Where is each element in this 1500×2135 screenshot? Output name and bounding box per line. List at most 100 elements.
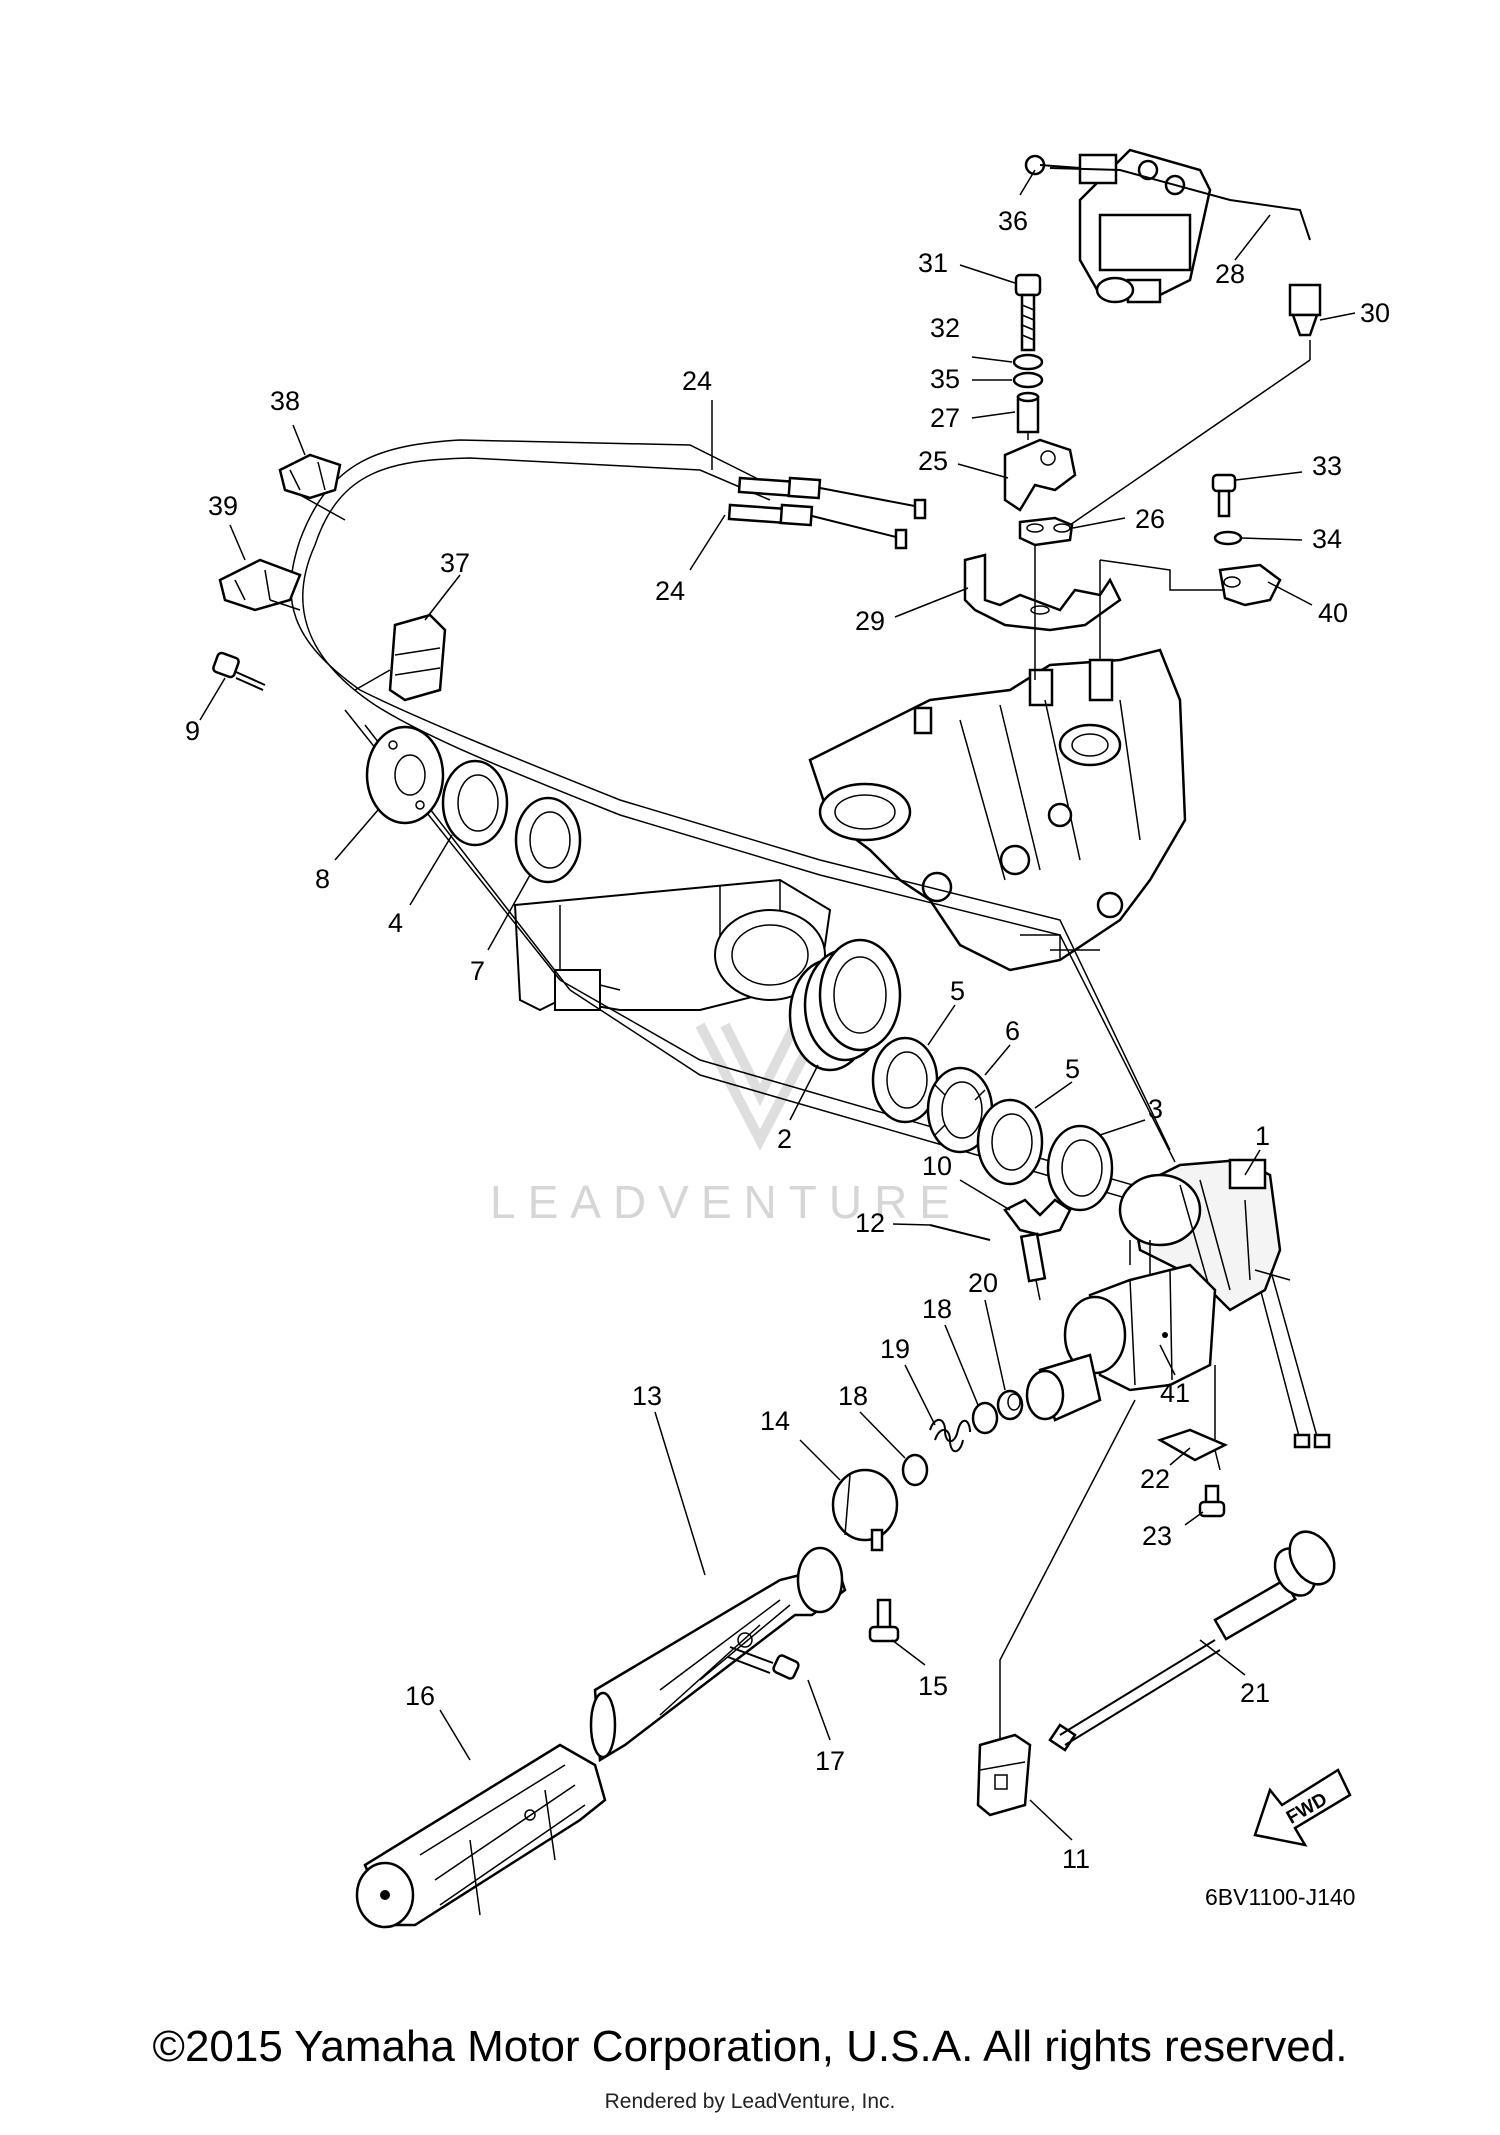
callout-11: 11 [1062, 1844, 1090, 1874]
callout-15: 15 [918, 1671, 948, 1701]
link-26 [1018, 516, 1074, 547]
grommet-37 [354, 613, 447, 702]
cable-ends-24 [727, 476, 927, 550]
callout-40: 40 [1318, 598, 1348, 628]
drawing-code: 6BV1100-J140 [1205, 1884, 1355, 1910]
callout-32: 32 [930, 313, 960, 343]
callout-7: 7 [470, 956, 485, 986]
engine-block-drawing [808, 648, 1187, 972]
callout-22: 22 [1140, 1464, 1170, 1494]
rendered-by-notice: Rendered by LeadVenture, Inc. [604, 2090, 896, 2113]
callout-29: 29 [855, 606, 885, 636]
callout-24-upper: 24 [682, 366, 712, 396]
washer-18a [971, 1401, 999, 1435]
washer-5b [976, 1098, 1044, 1186]
ring-7 [514, 796, 582, 884]
clip-30 [1288, 283, 1322, 360]
leader-39 [269, 599, 301, 611]
fwd-arrow-icon: FWD [1253, 1768, 1352, 1847]
callout-9: 9 [185, 716, 200, 746]
collar-27 [1016, 391, 1040, 434]
callout-31: 31 [918, 248, 948, 278]
wing-bolt-10 [1003, 1198, 1072, 1301]
callout-39: 39 [208, 491, 238, 521]
callout-18-upper: 18 [922, 1294, 952, 1324]
callout-5-upper: 5 [950, 976, 965, 1006]
callout-13: 13 [632, 1381, 662, 1411]
clip-39 [218, 558, 302, 612]
callout-24-lower: 24 [655, 576, 685, 606]
callout-16: 16 [405, 1681, 435, 1711]
callout-1: 1 [1255, 1121, 1270, 1151]
bolt-31 [1014, 273, 1042, 352]
bushing-2 [788, 938, 902, 1072]
throttle-cables-drawing [290, 439, 1319, 1441]
callout-26: 26 [1135, 504, 1165, 534]
callout-38: 38 [270, 386, 300, 416]
callout-37: 37 [440, 548, 470, 578]
callout-34: 34 [1312, 524, 1342, 554]
callout-23: 23 [1142, 1521, 1172, 1551]
inner-body-41 [1025, 1263, 1217, 1422]
callout-2: 2 [777, 1124, 792, 1154]
callout-28: 28 [1215, 259, 1245, 289]
callout-18-lower: 18 [838, 1381, 868, 1411]
watermark: LEADVENTURE [490, 1022, 962, 1228]
callout-35: 35 [930, 364, 960, 394]
throttle-shaft-13 [589, 1546, 847, 1763]
callout-41: 41 [1160, 1378, 1190, 1408]
callout-21: 21 [1240, 1678, 1270, 1708]
callout-33: 33 [1312, 451, 1342, 481]
bracket-drawing [513, 878, 832, 1012]
screw-15 [868, 1598, 900, 1643]
assembly-leaders-top [1027, 359, 1311, 680]
callout-20: 20 [968, 1268, 998, 1298]
callout-19: 19 [880, 1334, 910, 1364]
callout-17: 17 [815, 1746, 845, 1776]
clamp-40 [1218, 563, 1282, 607]
callout-6: 6 [1005, 1016, 1020, 1046]
callout-4: 4 [388, 908, 403, 938]
callout-36: 36 [998, 206, 1028, 236]
callout-3: 3 [1148, 1094, 1163, 1124]
pin-36 [1024, 154, 1081, 176]
callout-leaders [199, 169, 1356, 1841]
screw-17 [727, 1646, 800, 1680]
washer-32 [1012, 353, 1044, 371]
cable-ends-lower [1293, 1433, 1331, 1449]
grip-16 [355, 1743, 607, 1929]
clip-38 [278, 453, 342, 500]
copyright-notice: ©2015 Yamaha Motor Corporation, U.S.A. A… [152, 2022, 1348, 2071]
grommet-8 [365, 725, 445, 825]
callout-labels: 36 28 30 31 32 35 27 25 26 33 34 40 29 2… [185, 206, 1390, 1874]
ring-4 [441, 759, 509, 847]
watermark-text: LEADVENTURE [490, 1176, 962, 1228]
screw-23 [1198, 1484, 1226, 1518]
adjuster-rod-21 [1048, 1530, 1336, 1752]
bolt-33 [1211, 473, 1237, 518]
collar-20 [996, 1389, 1024, 1421]
pin-12 [929, 1224, 991, 1241]
washer-34 [1213, 530, 1243, 546]
washer-5a [871, 1036, 939, 1124]
callout-8: 8 [315, 864, 330, 894]
cam-14 [831, 1468, 899, 1552]
callout-14: 14 [760, 1406, 790, 1436]
bracket-29 [963, 553, 1122, 632]
callout-25: 25 [918, 446, 948, 476]
leader-38 [299, 494, 346, 521]
screw-9 [212, 651, 266, 691]
callout-12: 12 [855, 1208, 885, 1238]
callout-5-lower: 5 [1065, 1054, 1080, 1084]
carburetor-drawing [1049, 148, 1311, 304]
block-11 [976, 1733, 1032, 1817]
lever-25 [1003, 438, 1077, 512]
washer-3 [1046, 1124, 1114, 1212]
callout-10: 10 [922, 1151, 952, 1181]
washer-35 [1012, 371, 1044, 389]
callout-30: 30 [1360, 298, 1390, 328]
callout-27: 27 [930, 403, 960, 433]
washer-18b [901, 1453, 929, 1487]
housing-1 [1118, 1158, 1291, 1312]
